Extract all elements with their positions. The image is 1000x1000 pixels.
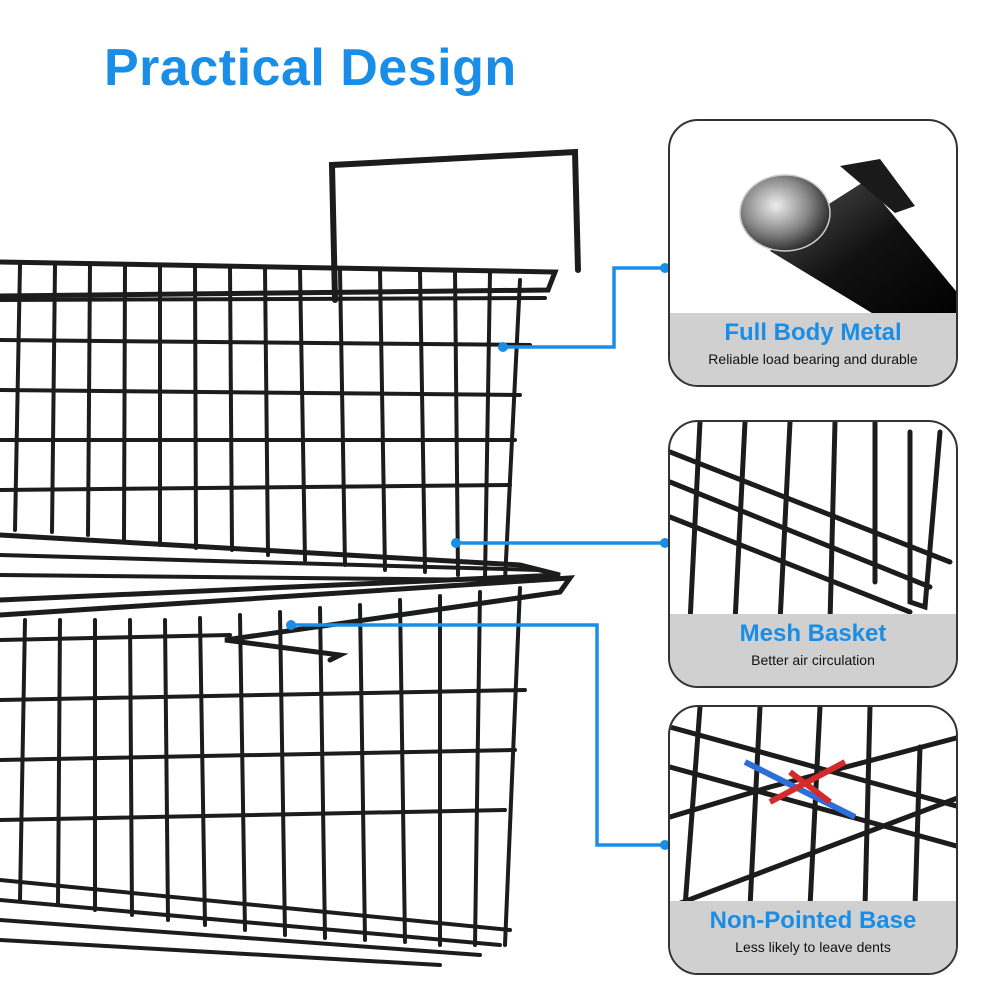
feature-caption: Full Body Metal Reliable load bearing an… [670, 313, 956, 385]
page-title: Practical Design [104, 39, 517, 97]
wire-base-closeup-image [670, 707, 956, 910]
feature-subtitle: Better air circulation [751, 652, 875, 668]
feature-card-non-pointed-base: Non-Pointed Base Less likely to leave de… [668, 705, 958, 975]
feature-title: Non-Pointed Base [709, 907, 917, 934]
feature-title: Full Body Metal [724, 319, 902, 346]
feature-card-full-body-metal: Full Body Metal Reliable load bearing an… [668, 119, 958, 387]
feature-subtitle: Reliable load bearing and durable [708, 351, 918, 367]
feature-subtitle: Less likely to leave dents [735, 939, 891, 955]
wire-mesh-closeup-image [670, 422, 953, 622]
feature-caption: Non-Pointed Base Less likely to leave de… [670, 901, 956, 973]
feature-caption: Mesh Basket Better air circulation [670, 614, 956, 686]
metal-rod-closeup-image [739, 159, 956, 321]
feature-title: Mesh Basket [739, 620, 887, 647]
feature-card-mesh-basket: Mesh Basket Better air circulation [668, 420, 958, 688]
